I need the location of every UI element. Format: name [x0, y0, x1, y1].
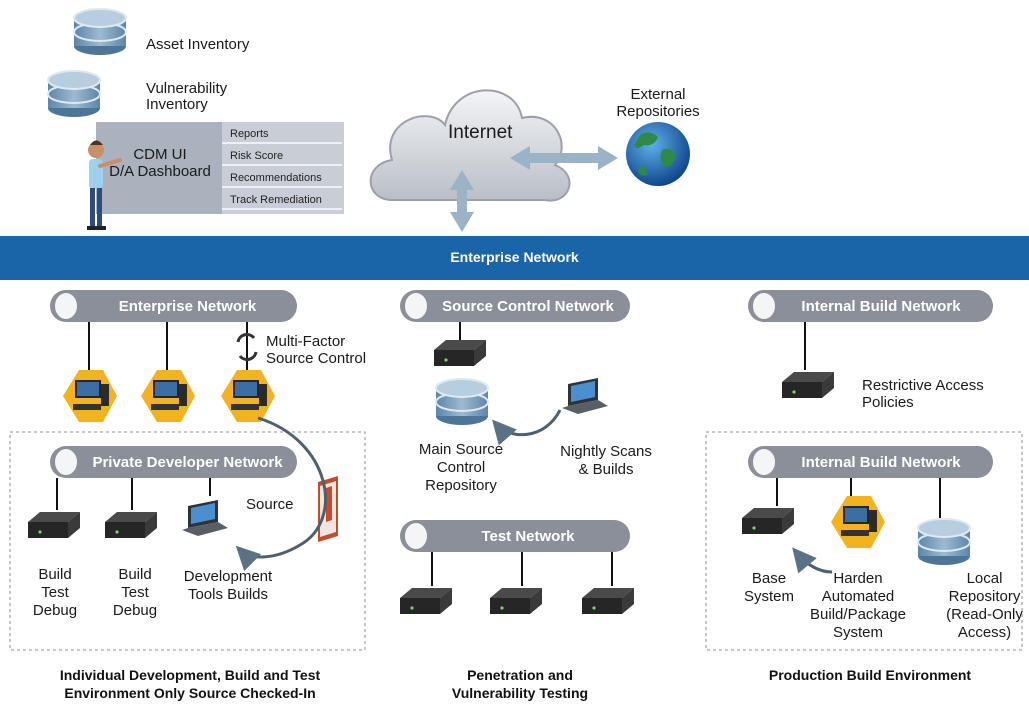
test-server-1-icon — [400, 588, 452, 614]
internal-build-pipe — [748, 290, 993, 322]
main-repo-label: Main Source Control Repository — [418, 441, 504, 494]
harden-system-label: Harden Automated Build/Package System — [810, 570, 906, 641]
development-tools-label: Development Tools Builds — [183, 568, 273, 603]
internet-cloud-icon — [369, 89, 571, 202]
test-network-pipe — [400, 520, 630, 552]
dev-environment-caption: Individual Development, Build and Test E… — [59, 667, 321, 701]
dashboard-panel — [96, 122, 222, 214]
inner-build-pipe — [748, 446, 993, 478]
nightly-flow-arrow-icon — [492, 409, 562, 446]
test-server-3-icon — [582, 588, 634, 614]
private-dev-pipe — [50, 446, 297, 478]
dashboard-item-reports[interactable]: Reports — [222, 124, 342, 144]
nightly-laptop-icon — [562, 378, 608, 414]
left-enterprise-pipe — [50, 290, 297, 322]
main-repo-db-icon — [435, 378, 489, 426]
build-test-debug-2-label: Build Test Debug — [112, 566, 158, 619]
left-enterprise-network-label: Enterprise Network — [118, 298, 257, 315]
source-document-icon — [318, 476, 338, 542]
source-control-server-icon — [434, 340, 486, 366]
workstation-3-icon — [221, 370, 275, 422]
inner-build-network-label: Internal Build Network — [801, 454, 961, 471]
workstation-1-icon — [63, 370, 117, 422]
test-server-2-icon — [490, 588, 542, 614]
asset-inventory-label: Asset Inventory — [146, 36, 250, 53]
mfa-label: Multi-Factor Source Control — [266, 333, 367, 367]
local-repo-db-icon — [917, 518, 971, 566]
production-environment-box — [705, 431, 1023, 651]
enterprise-network-bar — [0, 236, 1029, 280]
base-system-server-icon — [742, 508, 794, 534]
production-caption: Production Build Environment — [768, 667, 972, 683]
harden-workstation-icon — [831, 496, 885, 548]
restrictive-access-label: Restrictive Access Policies — [862, 377, 984, 411]
vulnerability-inventory-db-icon — [47, 70, 101, 118]
person-icon — [87, 140, 122, 230]
source-control-pipe — [400, 290, 630, 322]
build-test-debug-1-label: Build Test Debug — [32, 566, 78, 619]
build-server-2-icon — [105, 512, 157, 538]
internet-enterprise-arrow-icon — [450, 170, 474, 232]
harden-flow-arrow-icon — [792, 547, 833, 574]
dev-laptop-icon — [182, 500, 228, 536]
vulnerability-inventory-label: Vulnerability Inventory — [146, 80, 228, 113]
enterprise-network-bar-label: Enterprise Network — [450, 249, 579, 265]
dashboard-item-recommendations[interactable]: Recommendations — [222, 168, 342, 188]
internet-external-arrow-icon — [510, 146, 618, 170]
sync-icon — [236, 333, 258, 361]
dashboard-menu: Reports Risk Score Recommendations Track… — [222, 122, 344, 214]
private-developer-network-label: Private Developer Network — [92, 454, 283, 471]
test-network-label: Test Network — [481, 528, 575, 545]
testing-caption: Penetration and Vulnerability Testing — [451, 667, 589, 701]
asset-inventory-db-icon — [73, 8, 127, 56]
source-control-network-label: Source Control Network — [442, 298, 614, 315]
dashboard-item-risk-score[interactable]: Risk Score — [222, 146, 342, 166]
base-system-label: Base System — [743, 570, 794, 605]
build-server-1-icon — [28, 512, 80, 538]
source-flow-arrow-icon — [235, 416, 327, 572]
nightly-scans-label: Nightly Scans & Builds — [560, 443, 652, 478]
external-repositories-label: External Repositories — [616, 86, 700, 120]
dashboard-item-track-remediation[interactable]: Track Remediation — [222, 190, 342, 210]
internet-label: Internet — [448, 122, 513, 143]
globe-icon — [626, 122, 690, 186]
dashboard-title: CDM UI D/A Dashboard — [109, 146, 211, 180]
internal-build-network-label: Internal Build Network — [801, 298, 961, 315]
dev-environment-box — [9, 431, 366, 651]
source-label: Source — [246, 496, 294, 513]
workstation-2-icon — [141, 370, 195, 422]
restrictive-server-icon — [782, 372, 834, 398]
local-repo-label: Local Repository (Read-Only Access) — [946, 570, 1023, 641]
